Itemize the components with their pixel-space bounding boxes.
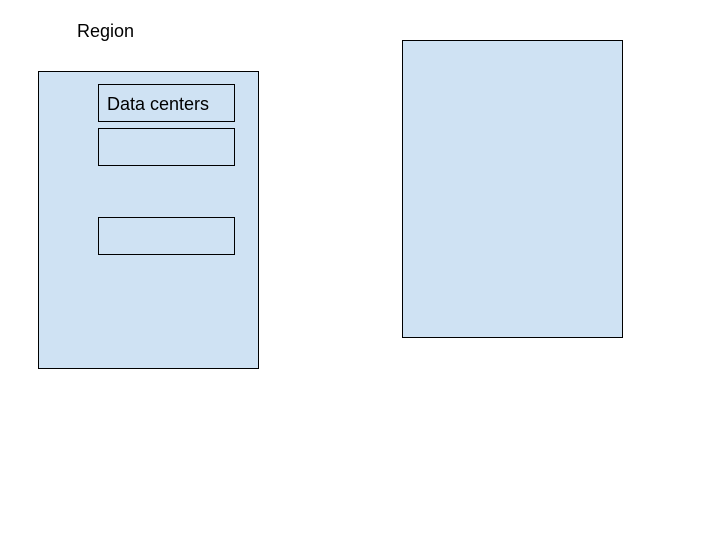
data-centers-label: Data centers	[107, 94, 210, 114]
region-label: Region	[77, 21, 135, 41]
empty-box-top	[98, 128, 235, 166]
data-centers-box: Data centers	[98, 84, 235, 122]
region-panel	[38, 71, 259, 369]
right-panel	[402, 40, 623, 338]
empty-box-bottom	[98, 217, 235, 255]
